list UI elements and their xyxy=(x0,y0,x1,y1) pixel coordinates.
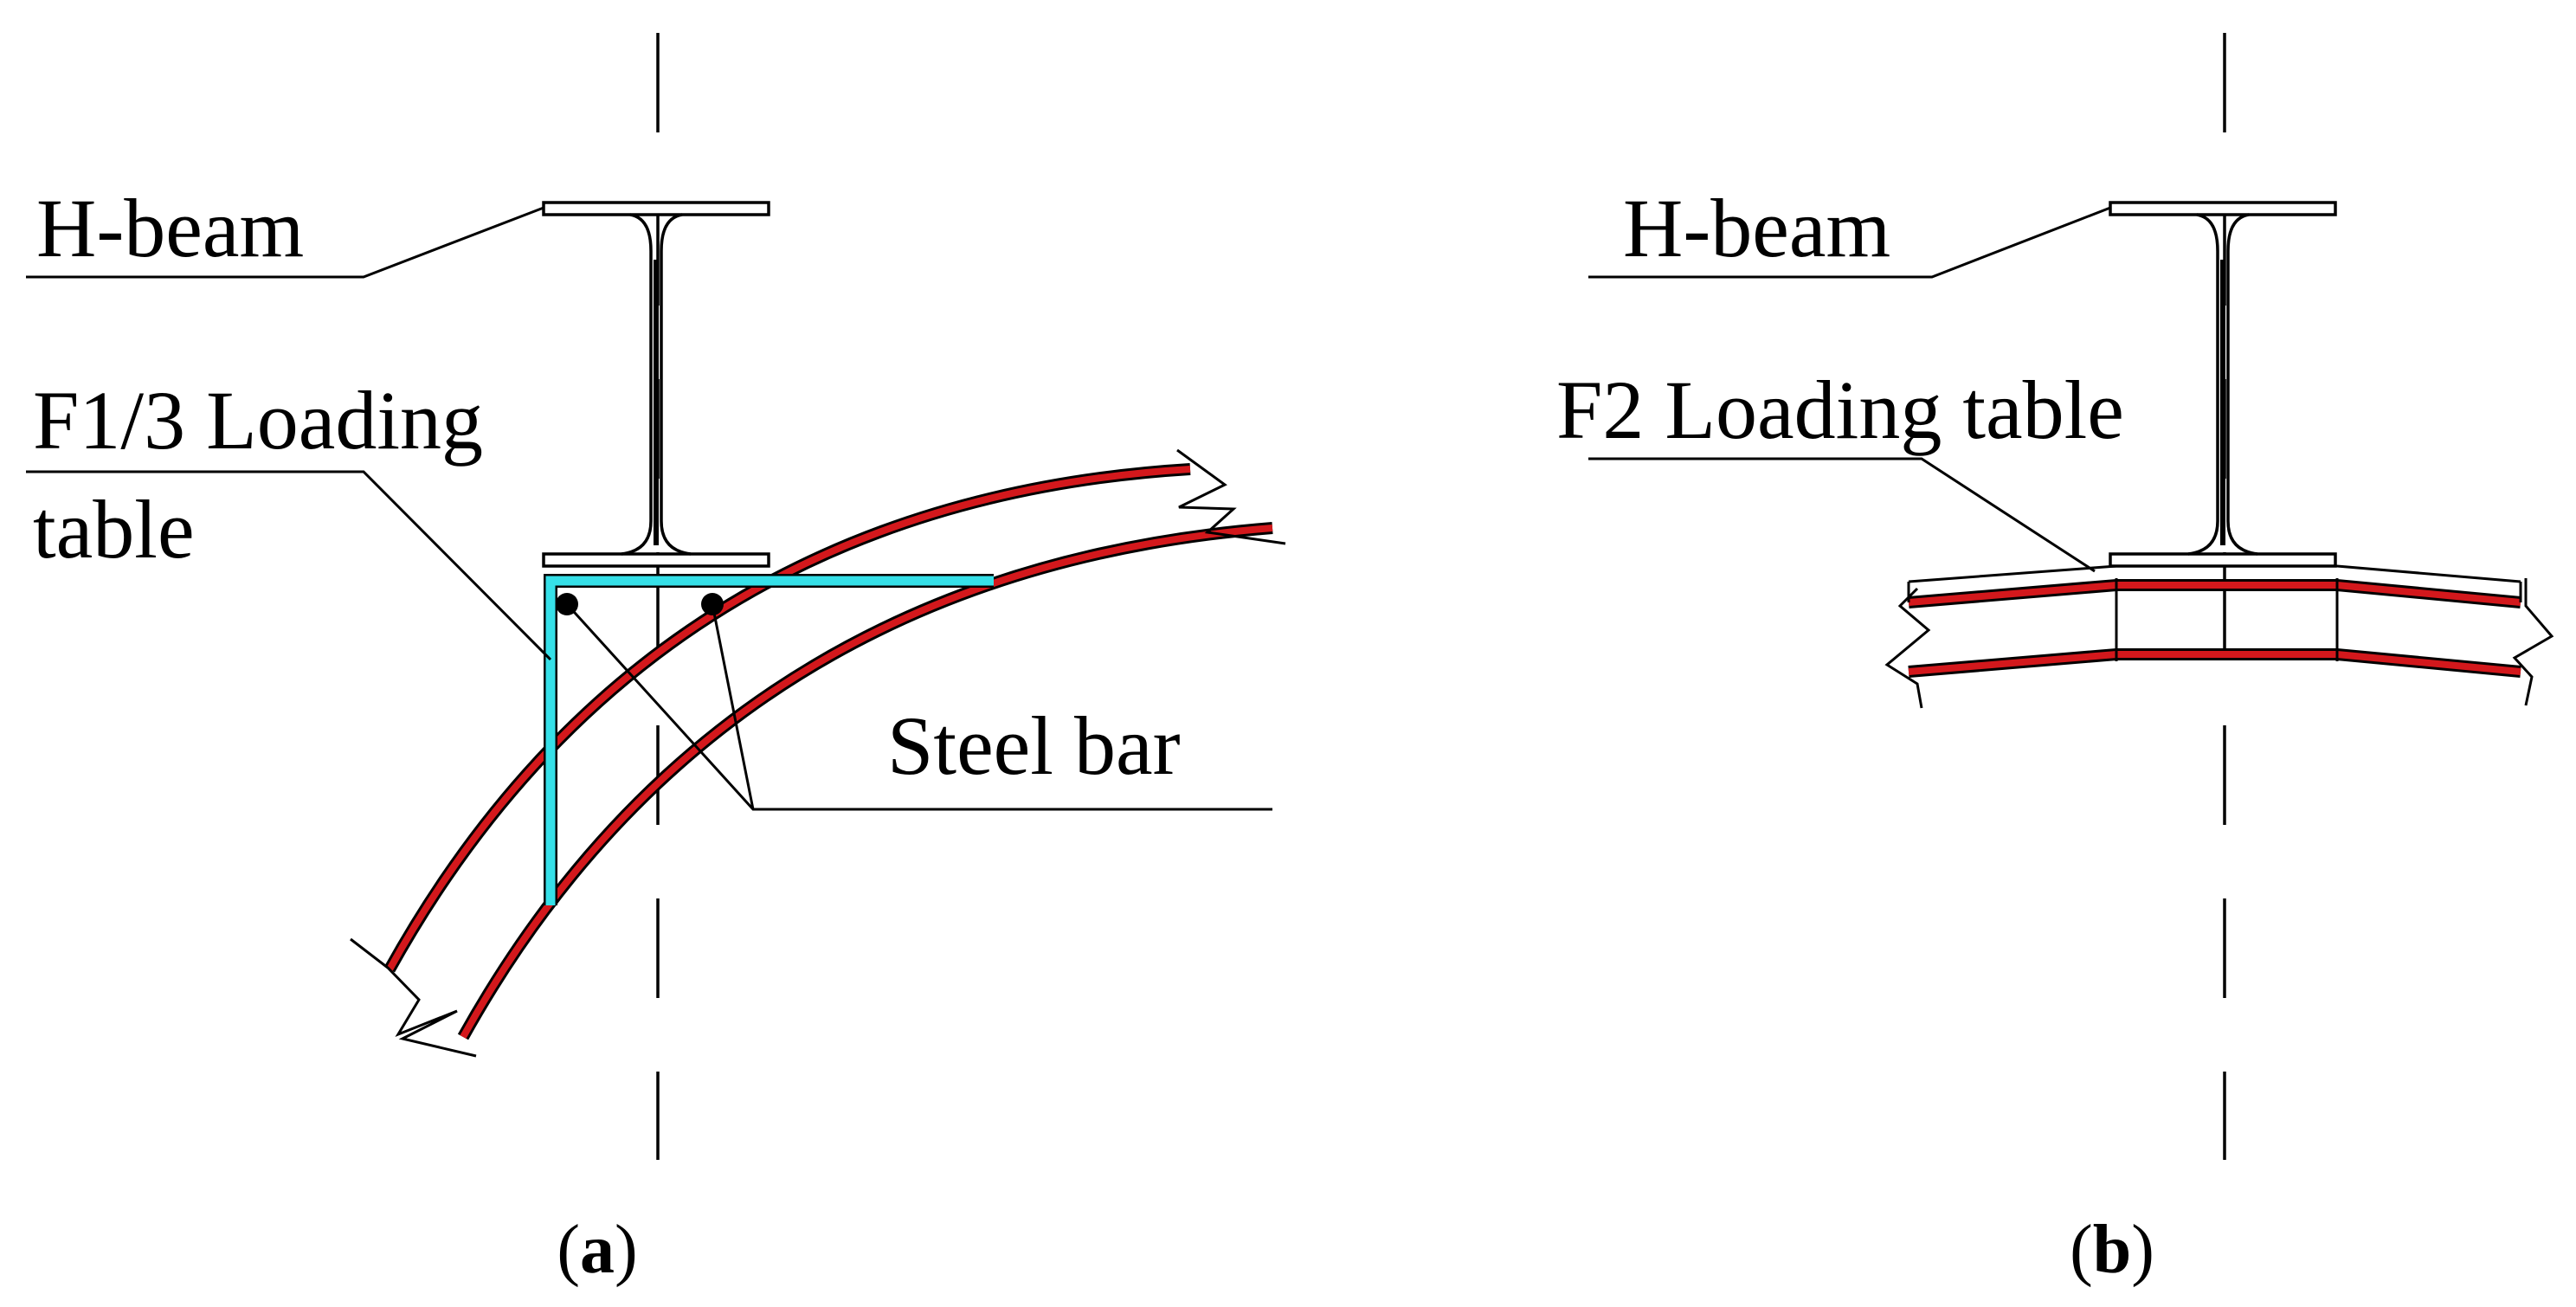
bottom-flange-b xyxy=(2109,552,2337,568)
panel-a: H-beam F1/3 Loading table Steel bar (a) xyxy=(26,33,1286,1288)
label-steel-bar: Steel bar xyxy=(887,699,1181,792)
rib-lower-fill-b xyxy=(1908,651,2521,675)
arch-ribs-b xyxy=(1884,564,2554,709)
label-hbeam-a: H-beam xyxy=(36,182,304,274)
leader-loading-table-a xyxy=(26,470,552,661)
label-hbeam-b: H-beam xyxy=(1623,182,1890,274)
break-symbol-right-b xyxy=(2512,578,2554,706)
web-right-a xyxy=(660,213,692,556)
break-symbol-bottom-a xyxy=(350,937,477,1058)
web-left-a xyxy=(621,213,653,556)
web-left-b xyxy=(2187,213,2219,556)
h-beam-a xyxy=(542,201,770,568)
caption-b: (b) xyxy=(2070,1212,2154,1288)
leader-steel-bar-2 xyxy=(711,603,755,810)
bottom-flange-a xyxy=(542,552,770,568)
top-flange-b xyxy=(2109,201,2337,216)
leader-loading-table-b xyxy=(1588,457,2096,573)
loading-table-surface-b xyxy=(1908,564,2521,583)
h-beam-b xyxy=(2109,201,2337,568)
leader-hbeam-a xyxy=(26,206,544,279)
break-symbol-top-a xyxy=(1176,448,1286,545)
label-loading-table-a-line1: F1/3 Loading xyxy=(33,374,483,467)
loading-table-fill-a xyxy=(545,576,994,905)
web-center-a xyxy=(654,260,659,545)
loading-table-a xyxy=(544,574,994,905)
caption-a: (a) xyxy=(557,1212,637,1288)
web-right-b xyxy=(2226,213,2258,556)
panel-b: H-beam F2 Loading table (b) xyxy=(1556,33,2554,1288)
label-loading-table-a-line2: table xyxy=(33,483,195,576)
break-symbol-left-b xyxy=(1884,587,1931,709)
web-center-b xyxy=(2220,260,2225,545)
top-flange-a xyxy=(542,201,770,216)
rib-lower-fill-a xyxy=(460,525,1273,1039)
label-loading-table-b: F2 Loading table xyxy=(1556,364,2124,456)
rib-upper-fill-b xyxy=(1908,582,2521,606)
leader-hbeam-b xyxy=(1588,206,2111,279)
